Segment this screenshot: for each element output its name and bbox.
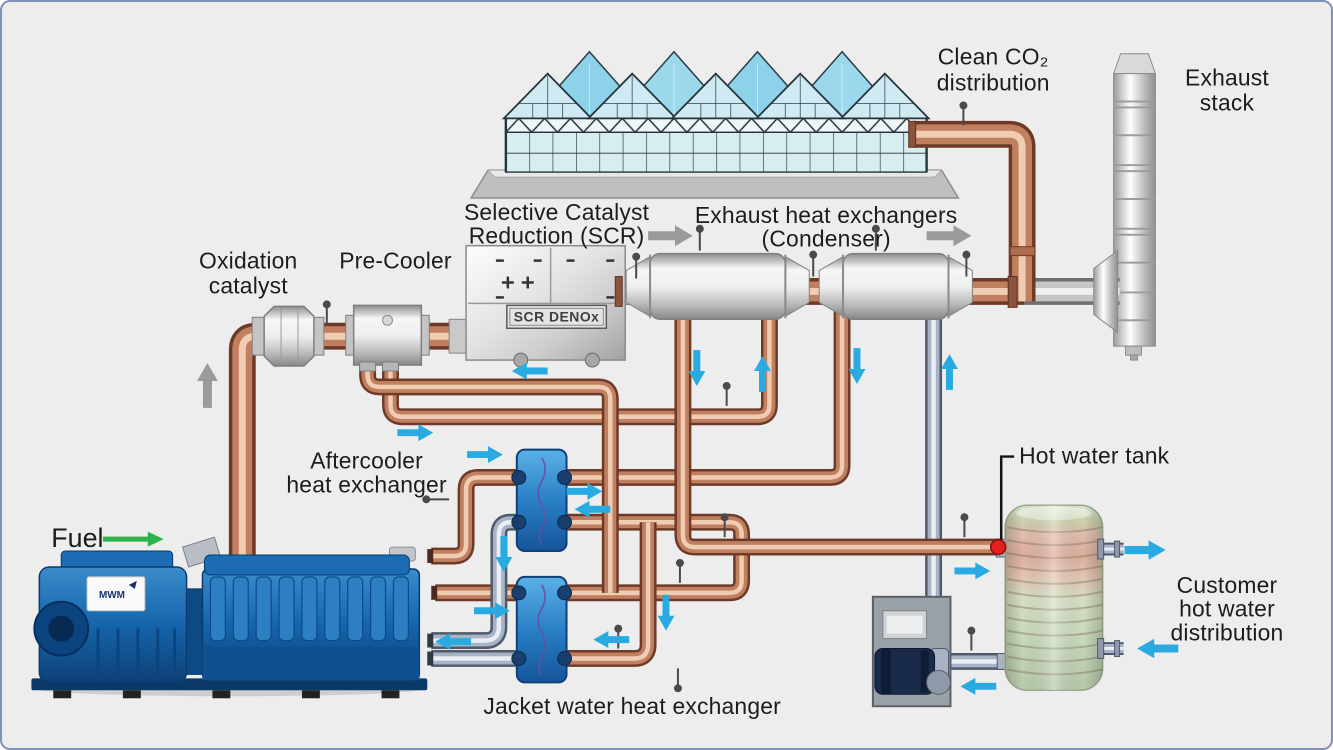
jacket-water-heat-exchanger bbox=[511, 575, 573, 684]
label-scr-line2: Reduction (SCR) bbox=[469, 223, 645, 249]
stack-inlet-pipe bbox=[1022, 249, 1119, 334]
pre-cooler bbox=[345, 304, 430, 372]
flow-arrow-down bbox=[848, 348, 866, 384]
label-arrow-scr bbox=[648, 225, 693, 247]
label-arrow-condenser bbox=[926, 225, 972, 247]
flow-arrow-right bbox=[954, 562, 991, 580]
engine-feet bbox=[53, 690, 400, 699]
label-aftercooler-line1: Aftercooler bbox=[310, 447, 423, 473]
flow-arrow-right bbox=[1124, 540, 1166, 560]
scr-denox-plate bbox=[506, 304, 608, 329]
label-hot-water-tank: Hot water tank bbox=[1019, 443, 1170, 469]
valve-stems bbox=[322, 101, 976, 693]
scr-foot bbox=[584, 352, 600, 368]
label-oxidation-line1: Oxidation bbox=[199, 248, 297, 274]
pipe-end-cap bbox=[427, 651, 434, 666]
pipe-end-cap bbox=[427, 633, 434, 648]
scr-denox-plate-text: SCR DENOx bbox=[514, 308, 600, 324]
label-customer-line2: hot water bbox=[1179, 596, 1275, 622]
label-exhaust-hx-line2: (Condenser) bbox=[762, 226, 891, 252]
pipe-end-cap bbox=[427, 549, 434, 563]
pipe-end-cap bbox=[431, 585, 438, 600]
copper-pipe-aftercooler-to-jacket-loop bbox=[435, 522, 741, 593]
flow-arrow-up bbox=[941, 354, 958, 390]
flow-arrow-left bbox=[960, 677, 997, 695]
gas-engine-generator: MWM bbox=[31, 536, 428, 699]
mwm-logo-text: MWM bbox=[99, 590, 125, 601]
label-clean-co2-line1: Clean CO₂ bbox=[938, 44, 1049, 70]
engine-cylinder-ribs bbox=[209, 576, 409, 642]
label-aftercooler-line2: heat exchanger bbox=[286, 471, 447, 497]
oxidation-catalyst bbox=[251, 305, 325, 367]
label-fuel: Fuel bbox=[51, 523, 103, 553]
exhaust-stack bbox=[1112, 53, 1157, 361]
diagram-labels: Clean CO₂ distribution Exhaust stack Sel… bbox=[51, 44, 1283, 720]
label-pre-cooler: Pre-Cooler bbox=[339, 248, 452, 274]
scr-unit: SCR DENOx bbox=[448, 244, 638, 368]
co2-pipe-to-greenhouse bbox=[909, 121, 1036, 307]
pipe-flange bbox=[614, 276, 623, 307]
condenser-1 bbox=[625, 252, 810, 321]
label-clean-co2-line2: distribution bbox=[937, 70, 1050, 96]
label-scr-line1: Selective Catalyst bbox=[464, 199, 650, 225]
pump-unit bbox=[871, 595, 952, 708]
hot-water-tank bbox=[995, 504, 1104, 692]
hot-water-tank-pointer bbox=[999, 455, 1015, 543]
greenhouse bbox=[469, 50, 960, 199]
label-oxidation-line2: catalyst bbox=[209, 272, 289, 298]
flow-arrow-right bbox=[467, 446, 503, 464]
fuel-arrow bbox=[103, 531, 164, 547]
label-jacket-water: Jacket water heat exchanger bbox=[483, 693, 781, 719]
flow-arrow-left bbox=[593, 631, 630, 649]
aftercooler-heat-exchanger bbox=[511, 448, 573, 553]
label-exhaust-stack-line2: stack bbox=[1200, 89, 1255, 115]
label-exhaust-hx-line1: Exhaust heat exchangers bbox=[695, 202, 958, 228]
valve-indicator-dot bbox=[990, 538, 1007, 556]
label-arrow-exhaust-up bbox=[197, 363, 218, 408]
flow-arrow-right bbox=[397, 424, 434, 442]
greenhouse-gables bbox=[501, 72, 931, 120]
tank-port-stubs bbox=[1098, 538, 1124, 659]
label-customer-line1: Customer bbox=[1177, 572, 1278, 598]
label-exhaust-stack-line1: Exhaust bbox=[1185, 65, 1269, 91]
label-customer-line3: distribution bbox=[1171, 620, 1284, 646]
condenser-2 bbox=[818, 252, 973, 321]
